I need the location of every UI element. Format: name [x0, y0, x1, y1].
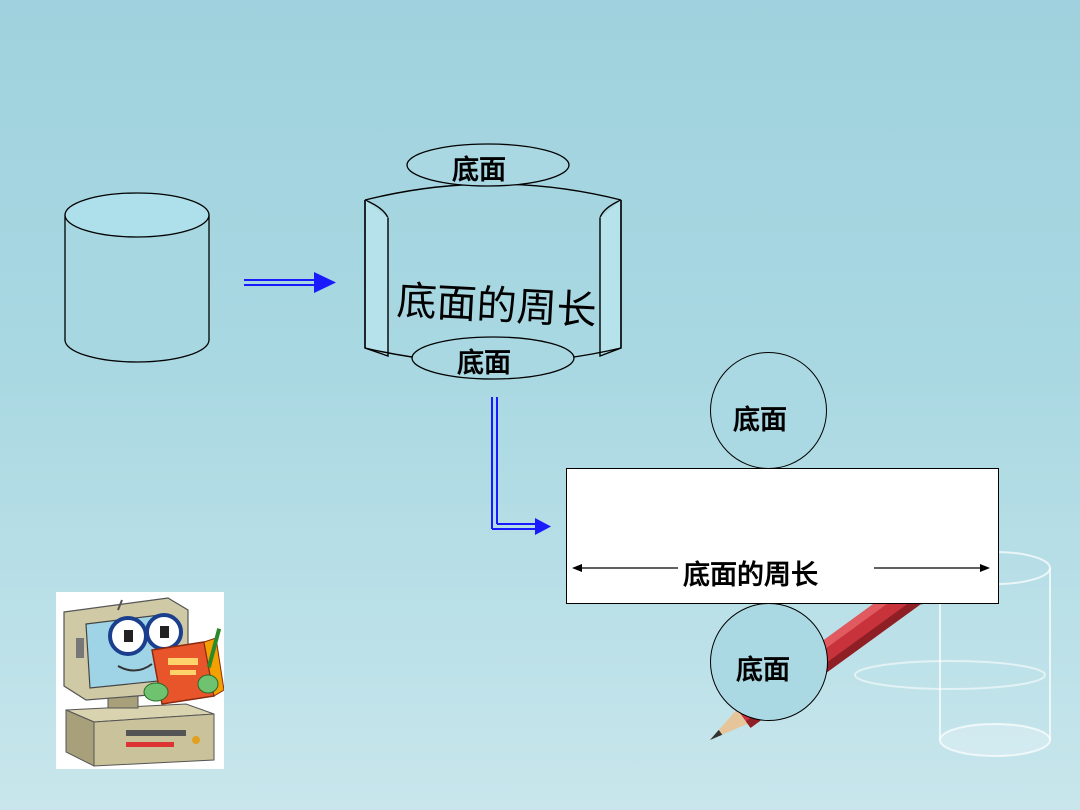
net-bottom-base-circle	[710, 603, 828, 721]
bottom-base-label: 底面	[457, 348, 511, 379]
net-top-base-circle	[710, 352, 827, 469]
cylinder-icon	[64, 192, 210, 363]
net-rectangle	[566, 468, 999, 604]
net-circumference-label: 底面的周长	[683, 560, 818, 591]
bottom-base-ellipse	[411, 336, 575, 380]
right-arrow-icon	[244, 272, 336, 293]
lateral-circumference-label: 底面的周长	[395, 278, 598, 335]
net-bottom-base-label: 底面	[736, 655, 790, 686]
computer-mascot-icon	[56, 592, 224, 769]
top-base-label: 底面	[452, 155, 506, 186]
down-right-arrow-icon	[491, 397, 551, 535]
net-top-base-label: 底面	[733, 405, 787, 436]
circumference-dimension-arrow	[572, 564, 990, 572]
curled-lateral-surface-icon	[364, 183, 622, 364]
top-base-ellipse	[406, 143, 570, 187]
